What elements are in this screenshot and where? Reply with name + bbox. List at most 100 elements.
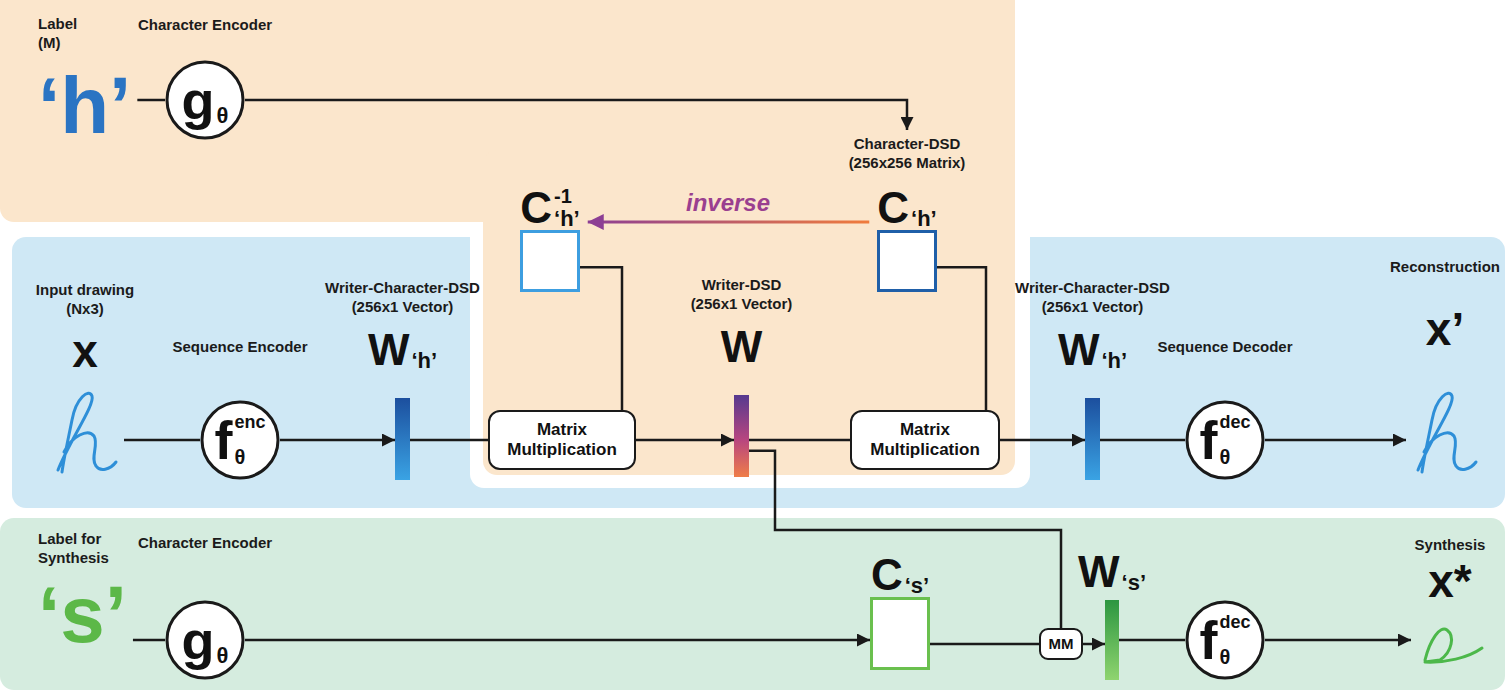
script-column: θ <box>217 73 229 127</box>
symbol-letter: x* <box>1428 558 1471 604</box>
label-stack: Writer-DSD (256x1 Vector) W <box>679 275 804 369</box>
output-drawing: Synthesisx* <box>1415 618 1485 668</box>
circle-outline <box>1185 600 1265 680</box>
vector-bar: Writer-DSD (256x1 Vector)W <box>734 395 749 477</box>
label-stack: Character Encoder <box>138 15 272 34</box>
math-symbol: fencθ <box>214 413 265 467</box>
subscript: θ <box>1219 647 1250 667</box>
script-column: ‘h’ <box>411 328 437 372</box>
heading-label: Label for Synthesis <box>38 529 118 567</box>
symbol-letter: W <box>1078 550 1120 594</box>
connectors <box>124 100 1411 644</box>
decoder-circle: Sequence Decoderfdecθ <box>1185 400 1265 480</box>
math-symbol: W‘h’ <box>368 328 437 372</box>
symbol-letter: g <box>182 613 215 667</box>
connector <box>937 267 986 410</box>
connector <box>245 639 870 642</box>
math-symbol: W‘h’ <box>1058 328 1127 372</box>
connector <box>124 439 200 442</box>
symbol-letter: W <box>1058 328 1100 372</box>
script-column: dec θ <box>1219 613 1250 667</box>
vector-bar: Writer-Character-DSD (256x1 Vector)W‘h’ <box>1085 398 1100 480</box>
heading-label: Input drawing (Nx3) <box>29 280 141 318</box>
encoder-circle: Sequence Encoderfencθ <box>200 400 280 480</box>
output-drawing: Reconstructionx’ <box>1410 392 1480 475</box>
connector <box>1000 439 1085 442</box>
subscript: ‘h’ <box>1101 350 1127 372</box>
label-stack: Character-DSD (256x256 Matrix)C‘h’ <box>832 134 982 230</box>
math-symbol: C-1‘h’ <box>520 186 579 230</box>
connector <box>133 639 165 642</box>
subscript: ‘s’ <box>905 575 929 597</box>
math-symbol: x’ <box>1426 306 1464 352</box>
symbol-letter: x <box>72 328 98 374</box>
label-stack: Sequence Encoder <box>172 337 307 356</box>
circle-shape <box>167 602 243 678</box>
connector <box>1083 643 1105 646</box>
symbol-letter: C <box>877 186 909 230</box>
heading-label: Writer-DSD (256x1 Vector) <box>679 275 804 313</box>
shape-content: Matrix Multiplication <box>490 412 634 468</box>
heading-label: Synthesis <box>1415 535 1486 554</box>
label-stack: Writer-Character-DSD (256x1 Vector)W‘h’ <box>317 278 489 372</box>
label-stack: Writer-Character-DSD (256x1 Vector) W‘h’ <box>1007 278 1179 372</box>
script-column: decθ <box>1219 413 1250 467</box>
connector <box>749 439 850 442</box>
decoder-circle: fdecθ <box>1185 600 1265 680</box>
label-stack: C-1‘h’ <box>520 186 579 230</box>
encoder-circle: Character Encodergθ <box>165 60 245 140</box>
vector-bar: W‘s’ <box>1105 600 1119 680</box>
symbol-letter: ‘s’ <box>38 575 127 655</box>
circle-shape <box>167 62 243 138</box>
script-column: ‘h’ <box>1101 328 1127 372</box>
label-stack: C‘s’ <box>871 553 929 597</box>
heading-label: Character Encoder <box>138 533 272 552</box>
heading-label: Character Encoder <box>138 15 272 34</box>
box-text: Matrix Multiplication <box>863 420 987 460</box>
handwriting-drawing <box>58 393 116 472</box>
matrix-square: C-1‘h’ <box>520 230 580 292</box>
math-symbol: C‘h’ <box>877 186 936 230</box>
script-column: ‘s’ <box>905 553 929 597</box>
connector <box>245 100 907 130</box>
connector <box>137 99 165 102</box>
connector <box>930 643 1039 646</box>
label-letter: Label (M)‘h’ <box>38 66 131 146</box>
label-stack: Label (M) <box>38 14 84 52</box>
shape-content: Matrix Multiplication <box>852 412 998 468</box>
script-column: -1‘h’ <box>554 186 580 230</box>
label-stack: Input drawing (Nx3) x <box>29 280 141 374</box>
symbol-letter: C <box>520 186 552 230</box>
connector <box>580 267 622 410</box>
heading-label: Reconstruction <box>1390 257 1500 276</box>
math-symbol: gθ <box>182 613 229 667</box>
connector <box>636 439 734 442</box>
connector <box>1100 439 1185 442</box>
superscript: dec <box>1219 613 1250 631</box>
subscript: ‘h’ <box>411 350 437 372</box>
encoder-circle: Character Encodergθ <box>165 600 245 680</box>
connector <box>588 221 870 224</box>
matrix-square: Character-DSD (256x256 Matrix)C‘h’ <box>877 230 937 292</box>
label-stack: W‘s’ <box>1078 550 1146 594</box>
math-symbol: fdecθ <box>1199 613 1250 667</box>
symbol-letter: f <box>214 413 232 467</box>
heading-label: Writer-Character-DSD (256x1 Vector) <box>1007 278 1179 316</box>
symbol-letter: C <box>871 553 903 597</box>
subscript: θ <box>217 105 229 127</box>
script-column: ‘h’ <box>911 186 937 230</box>
math-symbol: W <box>721 325 763 369</box>
superscript: -1 <box>554 186 580 206</box>
circle-shape <box>202 402 278 478</box>
operation-box: Matrix Multiplication <box>488 410 636 470</box>
math-symbol: W‘s’ <box>1078 550 1146 594</box>
subscript: θ <box>1219 447 1250 467</box>
box-text: MM <box>1049 634 1074 654</box>
heading-label: Label (M) <box>38 14 84 52</box>
heading-label: Sequence Decoder <box>1157 337 1292 356</box>
label-stack: Sequence Decoder <box>1157 337 1292 356</box>
math-symbol: ‘h’ <box>38 66 131 146</box>
label-stack: Character Encoder <box>138 533 272 552</box>
